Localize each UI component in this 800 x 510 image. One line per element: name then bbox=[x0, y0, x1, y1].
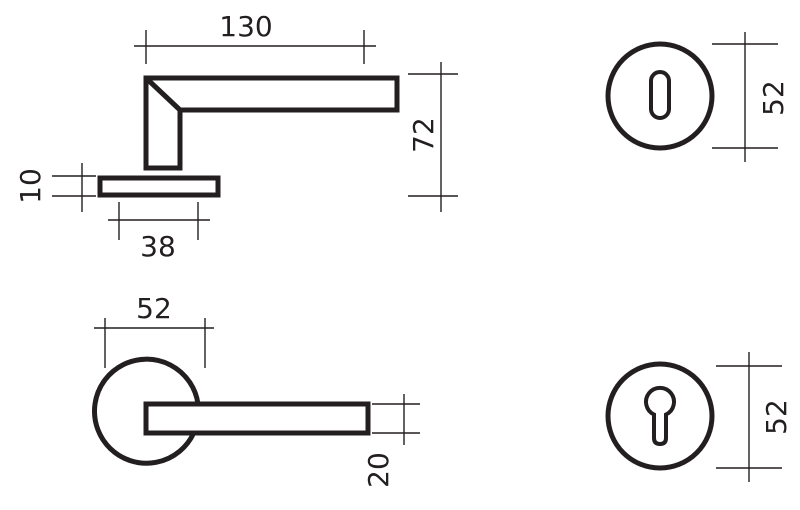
dimension-label-130: 130 bbox=[219, 10, 272, 43]
lever-bevel-line bbox=[144, 76, 182, 112]
dimension-label-52-top: 52 bbox=[136, 292, 172, 325]
cylinder-escutcheon bbox=[605, 361, 715, 471]
handle-side-view bbox=[97, 75, 400, 198]
lever-top-outline bbox=[143, 401, 371, 436]
dimension-label-38: 38 bbox=[140, 230, 176, 263]
cylinder-profile-icon bbox=[644, 385, 676, 447]
cylinder-escutcheon-circle bbox=[605, 361, 715, 471]
dimension-label-20: 20 bbox=[362, 452, 395, 488]
keyhole-escutcheon-circle bbox=[605, 41, 715, 151]
dimension-lever-width-20: 20 bbox=[362, 394, 420, 488]
dimension-thickness-10: 10 bbox=[14, 163, 96, 212]
rose-top-circle bbox=[92, 356, 201, 466]
dimension-cylinder-diameter-52: 52 bbox=[716, 352, 793, 482]
rose-side-plate bbox=[97, 175, 221, 198]
dimension-label-52-cylinder: 52 bbox=[760, 399, 793, 435]
lever-side-outline bbox=[143, 75, 400, 171]
dimension-length-130: 130 bbox=[134, 10, 376, 64]
dimension-height-72: 72 bbox=[407, 62, 458, 212]
dimension-label-10: 10 bbox=[14, 168, 47, 204]
dimension-label-72: 72 bbox=[407, 117, 440, 153]
dimension-keyhole-diameter-52: 52 bbox=[712, 32, 790, 162]
keyhole-escutcheon bbox=[605, 41, 715, 151]
dimension-projection-38: 38 bbox=[108, 202, 210, 263]
dimension-rose-diameter-52: 52 bbox=[94, 292, 214, 368]
keyhole-slot-icon bbox=[649, 70, 671, 120]
handle-top-view bbox=[92, 356, 371, 466]
dimension-label-52-keyhole: 52 bbox=[757, 80, 790, 116]
